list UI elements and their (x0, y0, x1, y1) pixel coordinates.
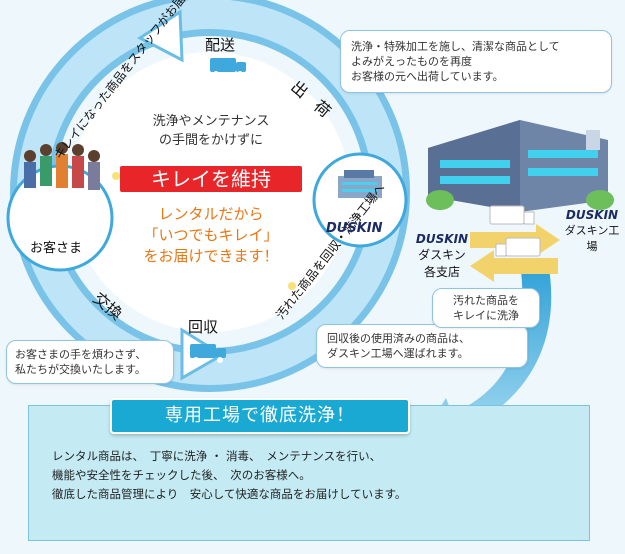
bottom-line-2: 機能や安全性をチェックした後、 次のお客様へ。 (52, 468, 311, 482)
collection-note: 回収後の使用済みの商品は、 ダスキン工場へ運ばれます。 (316, 324, 528, 368)
rental-line-3: をお届けできます！ (143, 247, 279, 265)
kirei-highlight: キレイを維持 (120, 166, 302, 192)
customers-illustration (24, 142, 100, 190)
label-exchange: 交換 (89, 289, 126, 324)
bottom-title: 専用工場で徹底洗浄！ (110, 398, 410, 434)
shipping-note: 洗浄・特殊加工を施し、清潔な商品として よみがえったものを再度 お客様の元へ出荷… (340, 30, 612, 93)
truck-icon-factory-bottom (495, 237, 541, 257)
branch-label-2: 各支店 (423, 265, 460, 279)
bottom-text: レンタル商品は、 丁寧に洗浄 ・ 消毒、 メンテナンスを行い、 機能や安全性をチ… (52, 447, 582, 504)
branch-label-1: ダスキン (418, 248, 466, 262)
branch-logo: DUSKIN (415, 232, 469, 246)
shipping-note-line-3: お客様の元へ出荷しています。 (351, 70, 504, 83)
factory-logo: DUSKIN (565, 208, 619, 222)
exchange-note-line-2: 私たちが交換いたします。 (15, 363, 146, 376)
ring-arrowhead-top (137, 9, 184, 63)
shipping-note-line-2: よみがえったものを再度 (351, 55, 472, 68)
factory-block: DUSKIN ダスキン工場 (560, 208, 624, 254)
center-line-1: 洗浄やメンテナンス (152, 114, 270, 129)
arrow-to-branch (470, 250, 558, 282)
label-delivery: 配送 (205, 36, 235, 54)
rental-line-1: レンタルだから (158, 205, 264, 223)
dirty-note-line-2: キレイに洗浄 (453, 309, 519, 322)
rental-line-2: 「いつでもキレイ」 (143, 226, 279, 244)
center-disk (70, 52, 350, 332)
bottom-line-3: 徹底した商品管理により 安心して快適な商品をお届けしています。 (52, 487, 407, 501)
rental-message: レンタルだから 「いつでもキレイ」 をお届けできます！ (120, 204, 302, 267)
dirty-note-line-1: 汚れた商品を (453, 294, 519, 307)
factory-illustration (426, 120, 614, 212)
collection-note-line-1: 回収後の使用済みの商品は、 (327, 332, 470, 345)
truck-icon-factory-top (489, 205, 535, 225)
exchange-note-line-1: お客さまの手を煩わさず、 (15, 348, 147, 361)
branch-block: DUSKIN ダスキン 各支店 (410, 232, 474, 280)
factory-label: ダスキン工場 (564, 224, 620, 253)
truck-icon-collection (190, 344, 226, 363)
truck-icon-delivery (210, 58, 246, 77)
collection-note-line-2: ダスキン工場へ運ばれます。 (327, 347, 469, 360)
bottom-line-1: レンタル商品は、 丁寧に洗浄 ・ 消毒、 メンテナンスを行い、 (52, 449, 382, 463)
duskin-center-logo: DUSKIN (326, 221, 383, 236)
dirty-note: 汚れた商品を キレイに洗浄 (432, 288, 540, 328)
duskin-circle (312, 152, 408, 248)
exchange-note: お客さまの手を煩わさず、 私たちが交換いたします。 (6, 340, 174, 384)
customer-label: お客さま (30, 240, 82, 256)
center-line-2: の手間をかけずに (158, 133, 263, 148)
shipping-note-line-1: 洗浄・特殊加工を施し、清潔な商品として (351, 40, 560, 53)
label-collection: 回収 (188, 318, 218, 336)
